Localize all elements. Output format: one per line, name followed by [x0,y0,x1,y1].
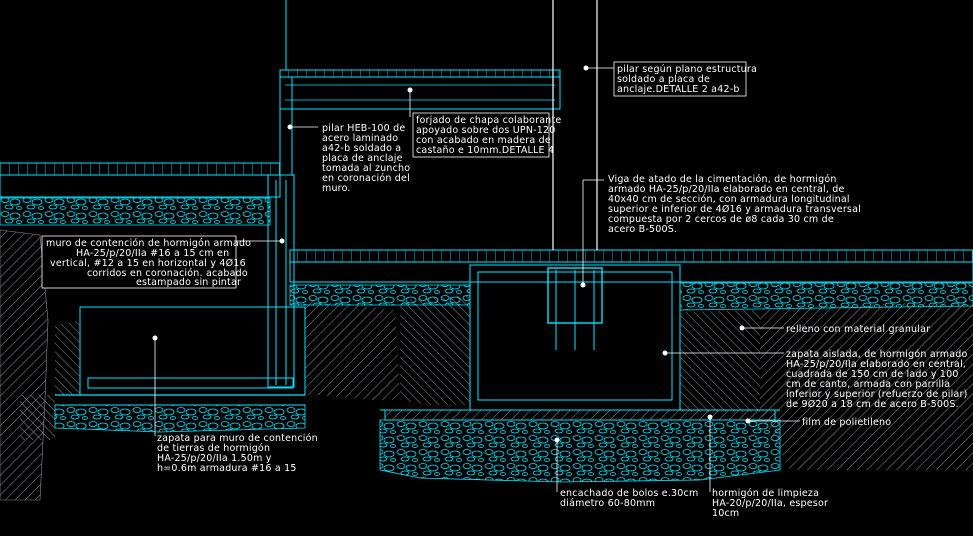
label-line: pilar HEB-100 de [322,123,405,134]
label-line: HA-25/p/20/IIa 1.50m y [157,453,272,464]
label-line: apoyado sobre dos UPN-120 [416,125,555,136]
label-line: vertical, #12 a 15 en horizontal y 4Ø16 [50,258,246,269]
label-line: soldado a placa de [617,74,710,85]
gravel-layers [0,197,973,483]
label-line: diámetro 60-80mm [560,498,655,509]
label-line: HA-25/p/20/IIa elaborado en central, [786,359,966,370]
label-line: pilar según plano estructura [617,64,757,75]
annotation-encachado: encachado de bolos e.30cm diámetro 60-80… [560,488,698,509]
annotation-frames [41,61,747,289]
label-line: Viga de atado de la cimentación, de horm… [608,174,837,185]
floor-slabs [0,69,973,283]
label-line: 10cm [712,508,739,519]
label-line: corridos en coronación. acabado [87,268,248,279]
label-line: acero B-500S. [608,224,677,235]
retaining-wall [55,0,306,406]
label-line: h=0.6m armadura #16 a 15 [157,463,297,474]
label-line: cuadrada de 150 cm de lado y 100 [786,369,959,380]
annotation-relleno: relleno con material granular [786,324,930,335]
label-line: muro. [322,183,351,194]
label-line: anclaje.DETALLE 2 a42-b [617,84,740,95]
label-line: relleno con material granular [786,324,930,335]
annotation-zapata-muro: zapata para muro de contención de tierra… [157,433,318,474]
soil-hatching [0,229,973,501]
label-line: con acabado en madera de [416,135,551,146]
leader-dots [152,65,751,443]
label-line: HA-20/p/20/IIa, espesor [712,498,828,509]
label-line: tomada al zuncho [322,163,410,174]
label-line: placa de anclaje [322,153,403,164]
label-line: estampado sin pintar [136,277,241,288]
annotation-film: film de polietileno [802,417,891,428]
label-line: en coronación del [322,173,410,184]
label-line: film de polietileno [802,417,891,428]
label-line: cm de canto, armada con parrilla [786,379,950,390]
label-line: forjado de chapa colaborante [416,115,561,126]
annotation-limpieza: hormigón de limpieza HA-20/p/20/IIa, esp… [712,488,828,519]
label-line: castaño e 10mm.DETALLE 4 [416,145,554,156]
label-line: de 9Ø20 a 18 cm de acero B-500S. [786,399,959,410]
annotation-zapata-aislada: zapata aislada, de hormigón armado HA-25… [786,349,968,410]
annotation-muro: muro de contención de hormigón armado HA… [46,238,251,288]
label-line: muro de contención de hormigón armado [46,238,251,249]
label-line: acero laminado [322,133,398,144]
label-line: a42-b soldado a [322,143,401,154]
label-line: hormigón de limpieza [712,488,819,499]
annotation-forjado: forjado de chapa colaborante apoyado sob… [416,115,561,156]
label-line: inferior y superior (refuerzo de pilar) [786,389,968,400]
label-line: superior e inferior de 4Ø16 y armadura t… [608,204,861,215]
annotation-pilar-heb: pilar HEB-100 de acero laminado a42-b so… [322,123,410,194]
annotation-viga-atado: Viga de atado de la cimentación, de horm… [608,174,861,235]
label-line: HA-25/p/20/IIa #16 a 15 cm en [76,248,229,259]
label-line: de tierras de hormigón [157,443,270,454]
label-line: armado HA-25/p/20/IIa elaborado en centr… [608,184,845,195]
label-line: zapata aislada, de hormigón armado [786,349,968,360]
label-line: 40x40 cm de sección, con armadura longit… [608,194,850,205]
label-line: compuesta por 2 cercos de ø8 cada 30 cm … [608,214,834,225]
label-line: encachado de bolos e.30cm [560,488,698,499]
label-line: zapata para muro de contención [157,433,318,444]
annotation-pilar-segun: pilar según plano estructura soldado a p… [617,64,757,95]
isolated-footing [380,264,780,421]
steel-column [552,0,598,250]
leader-lines [154,67,800,492]
